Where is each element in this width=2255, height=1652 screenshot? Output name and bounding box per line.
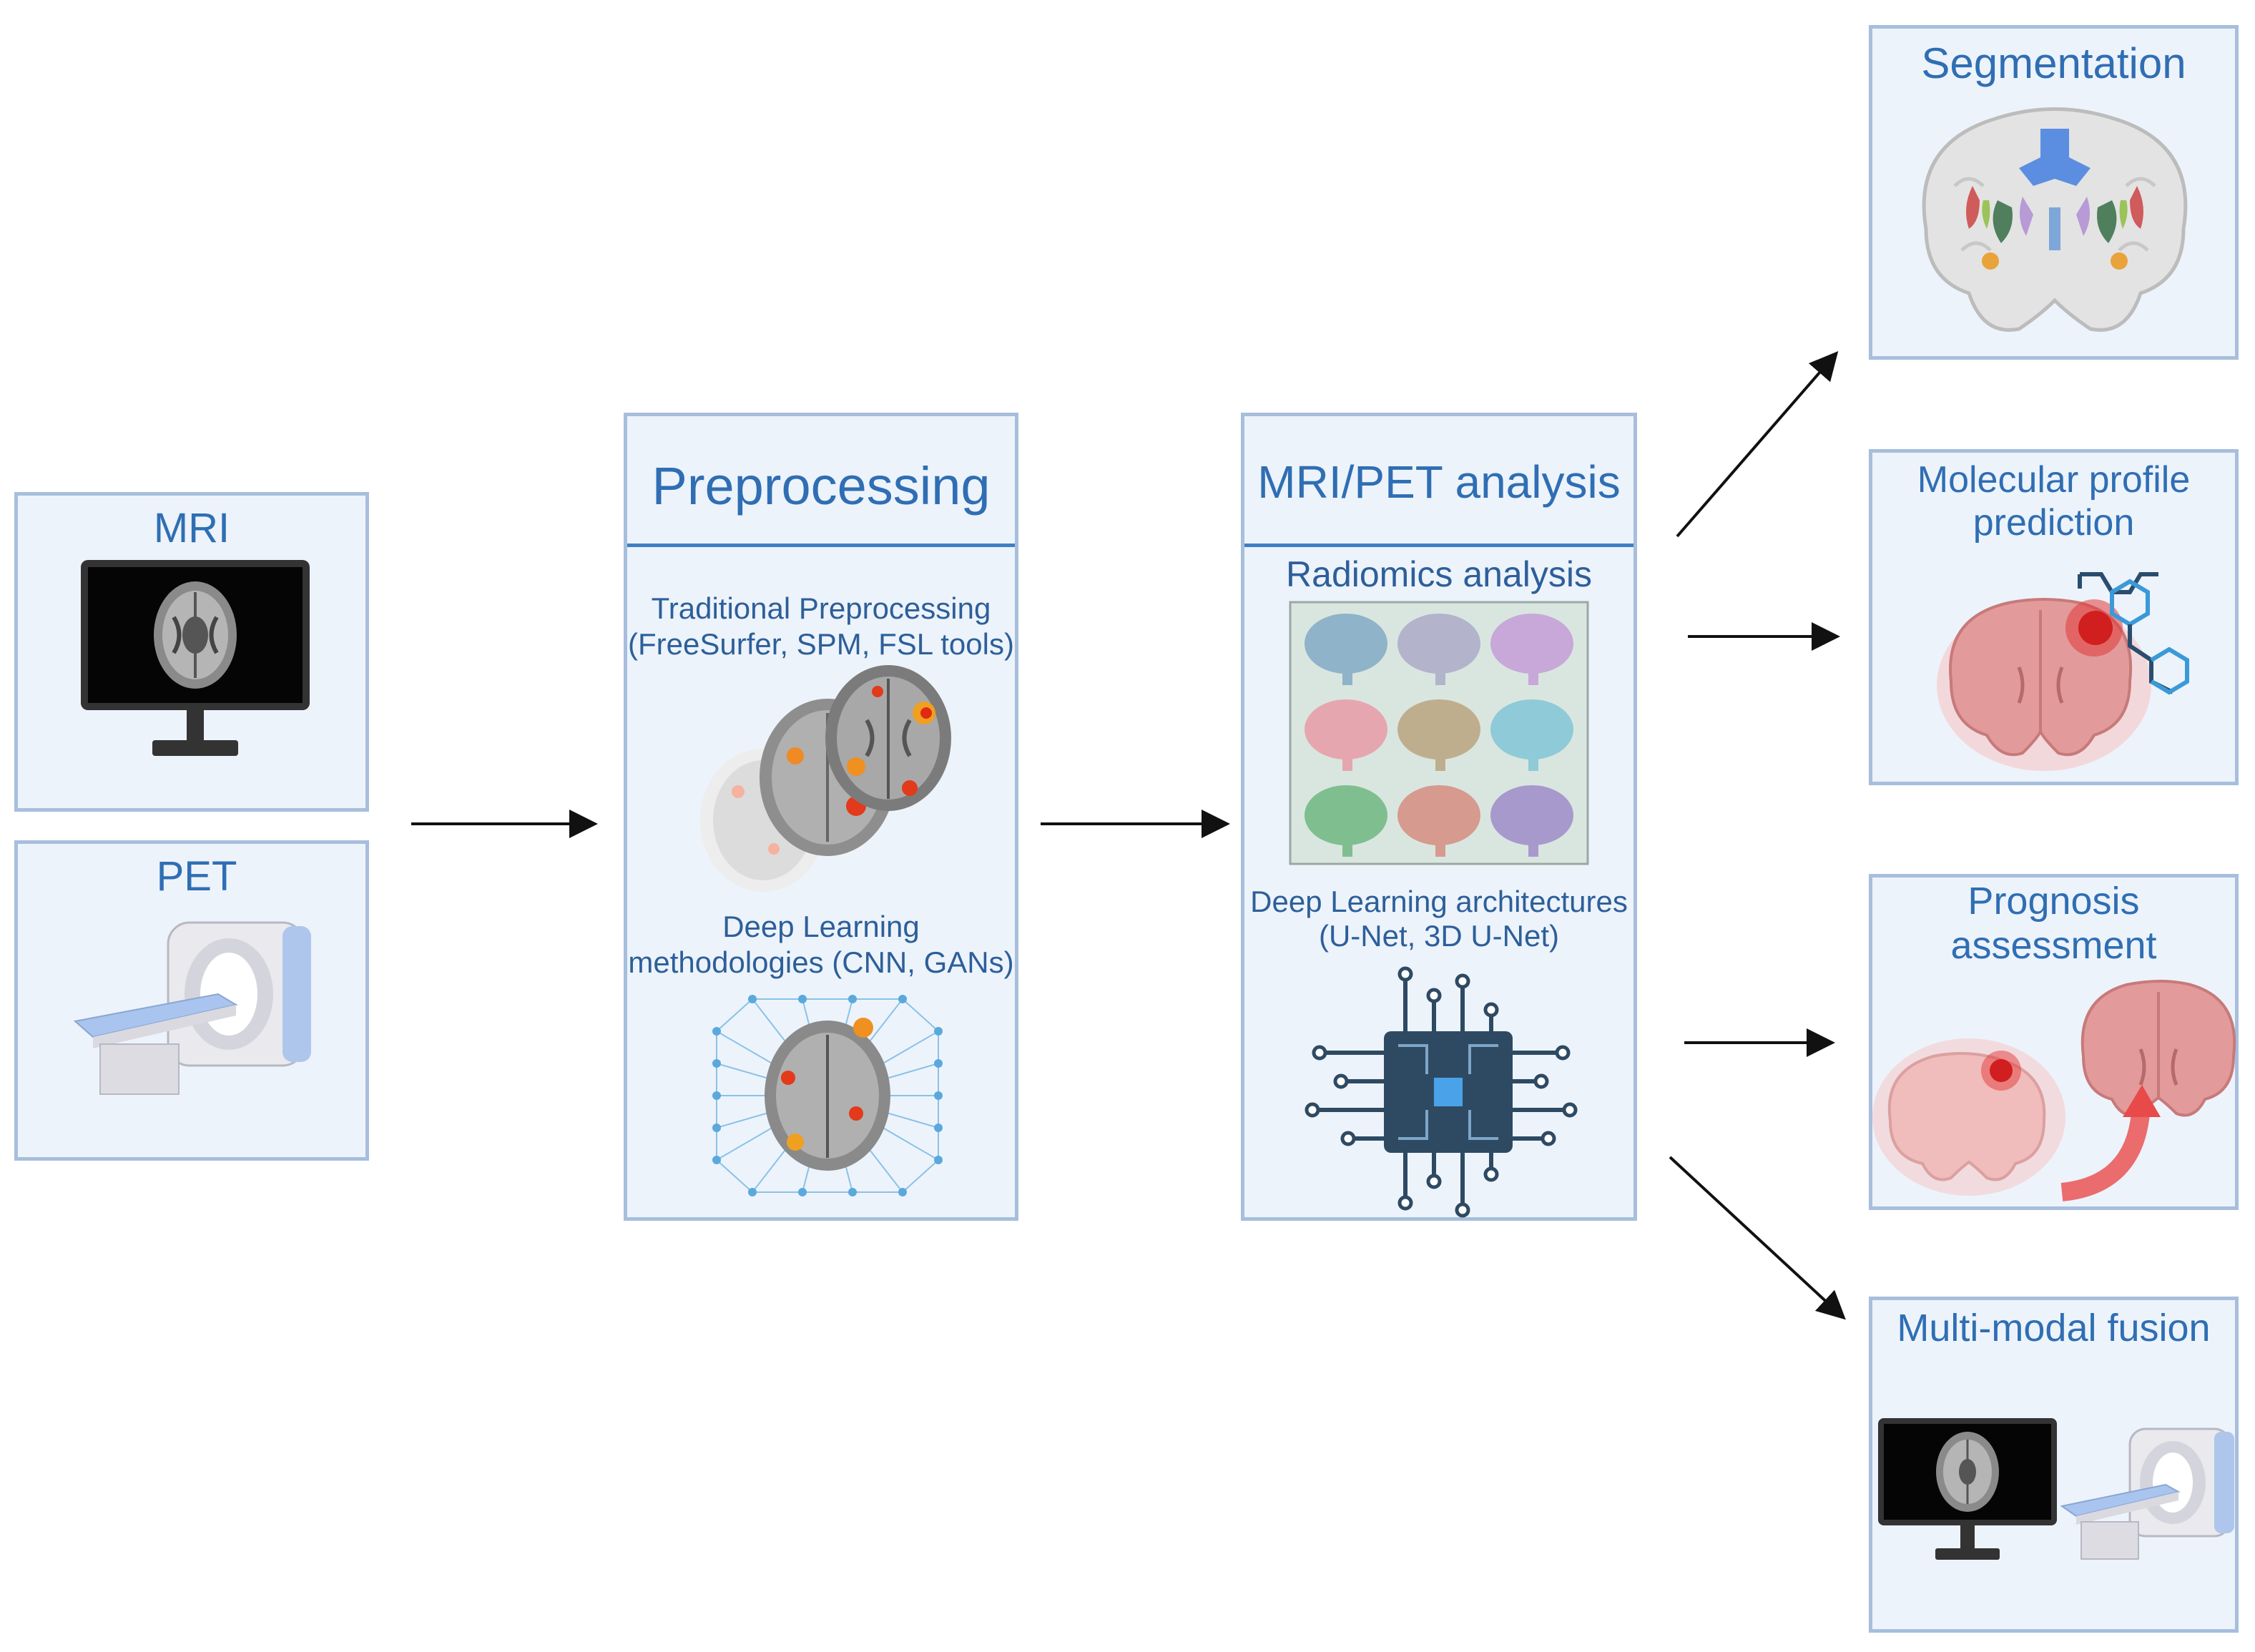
molecular-brain-tumor-icon xyxy=(1937,572,2189,771)
pet-scanner-icon xyxy=(73,921,311,1095)
monitor-icon xyxy=(81,560,310,756)
segmentation-box: Segmentation xyxy=(1869,25,2239,360)
prognosis-brains-icon xyxy=(1872,980,2236,1201)
molecular-box: Molecular profile prediction xyxy=(1869,449,2239,785)
arrow-to-segmentation xyxy=(1676,350,1839,538)
fusion-monitor-icon xyxy=(1878,1418,2057,1560)
preprocessing-title: Preprocessing xyxy=(652,456,991,516)
molecular-title-line1: Molecular profile xyxy=(1917,459,2191,501)
neural-network-brain-icon xyxy=(712,995,943,1196)
prognosis-box: Prognosis assessment xyxy=(1869,874,2239,1210)
radiomics-brain-grid xyxy=(1289,601,1589,865)
fusion-title: Multi-modal fusion xyxy=(1897,1307,2211,1349)
traditional-preprocessing-label: Traditional Preprocessing xyxy=(651,591,991,625)
fusion-pet-scanner-icon xyxy=(2060,1427,2234,1560)
traditional-preprocessing-tools: (FreeSurfer, SPM, FSL tools) xyxy=(628,627,1014,661)
mri-title: MRI xyxy=(153,505,230,551)
segmentation-title: Segmentation xyxy=(1921,39,2186,87)
mri-box: MRI xyxy=(14,492,369,812)
analysis-divider xyxy=(1244,544,1633,547)
ai-chip-icon xyxy=(1305,966,1578,1218)
analysis-box: MRI/PET analysis Radiomics analysis Deep… xyxy=(1241,413,1637,1221)
prognosis-title-line2: assessment xyxy=(1950,924,2157,967)
arrow-to-fusion xyxy=(1669,1156,1846,1320)
radiomics-label: Radiomics analysis xyxy=(1286,554,1592,594)
deep-learning-label: Deep Learning xyxy=(722,910,920,943)
deep-learning-architectures-list: (U-Net, 3D U-Net) xyxy=(1318,919,1560,953)
pet-box: PET xyxy=(14,840,369,1161)
prognosis-title-line1: Prognosis xyxy=(1967,880,2140,923)
fusion-box: Multi-modal fusion xyxy=(1869,1297,2239,1633)
molecular-title-line2: prediction xyxy=(1972,502,2135,544)
deep-learning-architectures-label: Deep Learning architectures xyxy=(1250,885,1628,918)
preprocessing-box: Preprocessing Traditional Preprocessing … xyxy=(624,413,1018,1221)
deep-learning-methods: methodologies (CNN, GANs) xyxy=(628,945,1014,979)
pet-title: PET xyxy=(156,853,237,900)
analysis-title: MRI/PET analysis xyxy=(1257,456,1621,508)
brain-slices-icon xyxy=(700,665,951,892)
brain-segmentation-icon xyxy=(1922,107,2188,332)
preprocessing-divider xyxy=(627,544,1015,547)
